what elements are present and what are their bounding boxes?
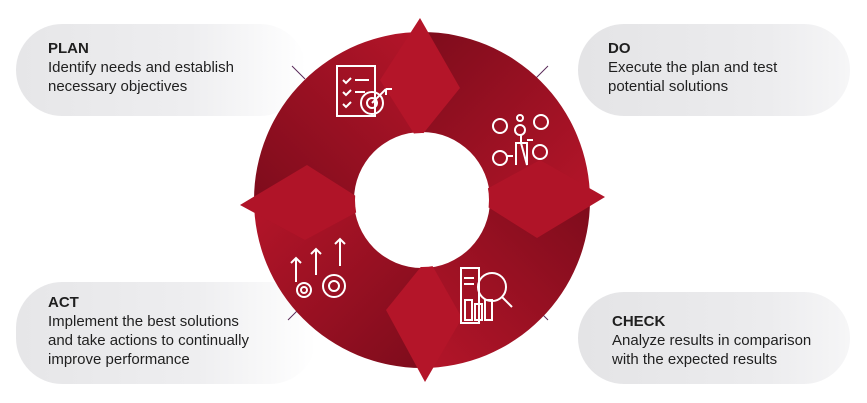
check-title: CHECK bbox=[612, 313, 666, 330]
plan-arrowhead bbox=[380, 18, 460, 140]
do-desc-line: Execute the plan and test bbox=[608, 59, 778, 76]
check-desc-line: with the expected results bbox=[612, 351, 778, 368]
act-arrowhead bbox=[240, 165, 370, 240]
check-arrowhead bbox=[386, 258, 462, 382]
do-segment bbox=[422, 32, 590, 200]
act-card-bg bbox=[16, 282, 316, 384]
center-hole bbox=[355, 133, 489, 267]
check-desc-line: Analyze results in comparison bbox=[612, 332, 812, 349]
plan-title: PLAN bbox=[48, 40, 89, 57]
act-text: ACT Implement the best solutions and tak… bbox=[48, 293, 249, 369]
plan-desc-line: Identify needs and establish bbox=[48, 59, 234, 76]
act-desc-line: improve performance bbox=[48, 351, 190, 368]
act-desc-line: Implement the best solutions bbox=[48, 313, 239, 330]
gears-growth-icon bbox=[290, 237, 346, 298]
do-desc-line: potential solutions bbox=[608, 78, 729, 95]
do-title: DO bbox=[608, 40, 631, 57]
act-desc-line: and take actions to continually bbox=[48, 332, 249, 349]
plan-text: PLAN Identify needs and establish necess… bbox=[48, 39, 234, 96]
idea-touch-icon bbox=[492, 114, 549, 166]
do-text: DO Execute the plan and test potential s… bbox=[608, 39, 777, 96]
report-magnifier-icon bbox=[460, 267, 513, 324]
act-title: ACT bbox=[48, 294, 79, 311]
checklist-target-icon bbox=[336, 65, 392, 117]
plan-desc-line: necessary objectives bbox=[48, 78, 188, 95]
do-card-bg bbox=[578, 24, 850, 116]
check-card-bg bbox=[578, 292, 850, 384]
do-arrowhead bbox=[472, 160, 605, 238]
check-text: CHECK Analyze results in comparison with… bbox=[612, 312, 811, 369]
plan-card-bg bbox=[16, 24, 306, 116]
